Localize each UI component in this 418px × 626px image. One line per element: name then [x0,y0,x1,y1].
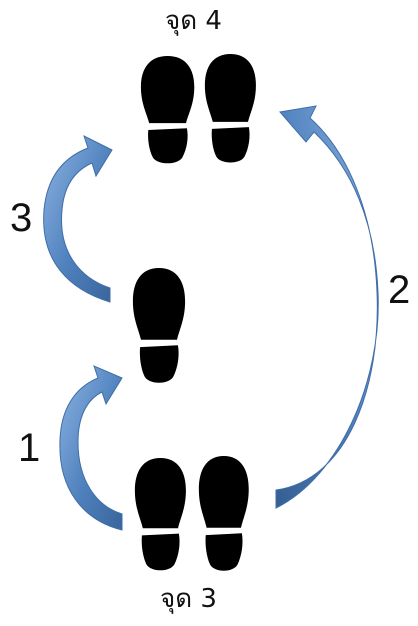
footprint-bottom-left [134,458,186,571]
label-top-point: จุด 4 [165,6,222,36]
footprint-middle [132,268,186,383]
arrow-step-1 [59,365,123,531]
step-number-3: 3 [10,196,33,240]
step-number-2: 2 [388,268,411,312]
arrow-step-2 [275,105,379,509]
arrow-step-3 [43,135,113,303]
label-bottom-point: จุด 3 [160,584,217,614]
footprint-bottom-right [198,456,249,571]
step-number-1: 1 [18,426,41,470]
footprint-top-left [140,56,195,164]
footprint-top-right [204,54,256,163]
